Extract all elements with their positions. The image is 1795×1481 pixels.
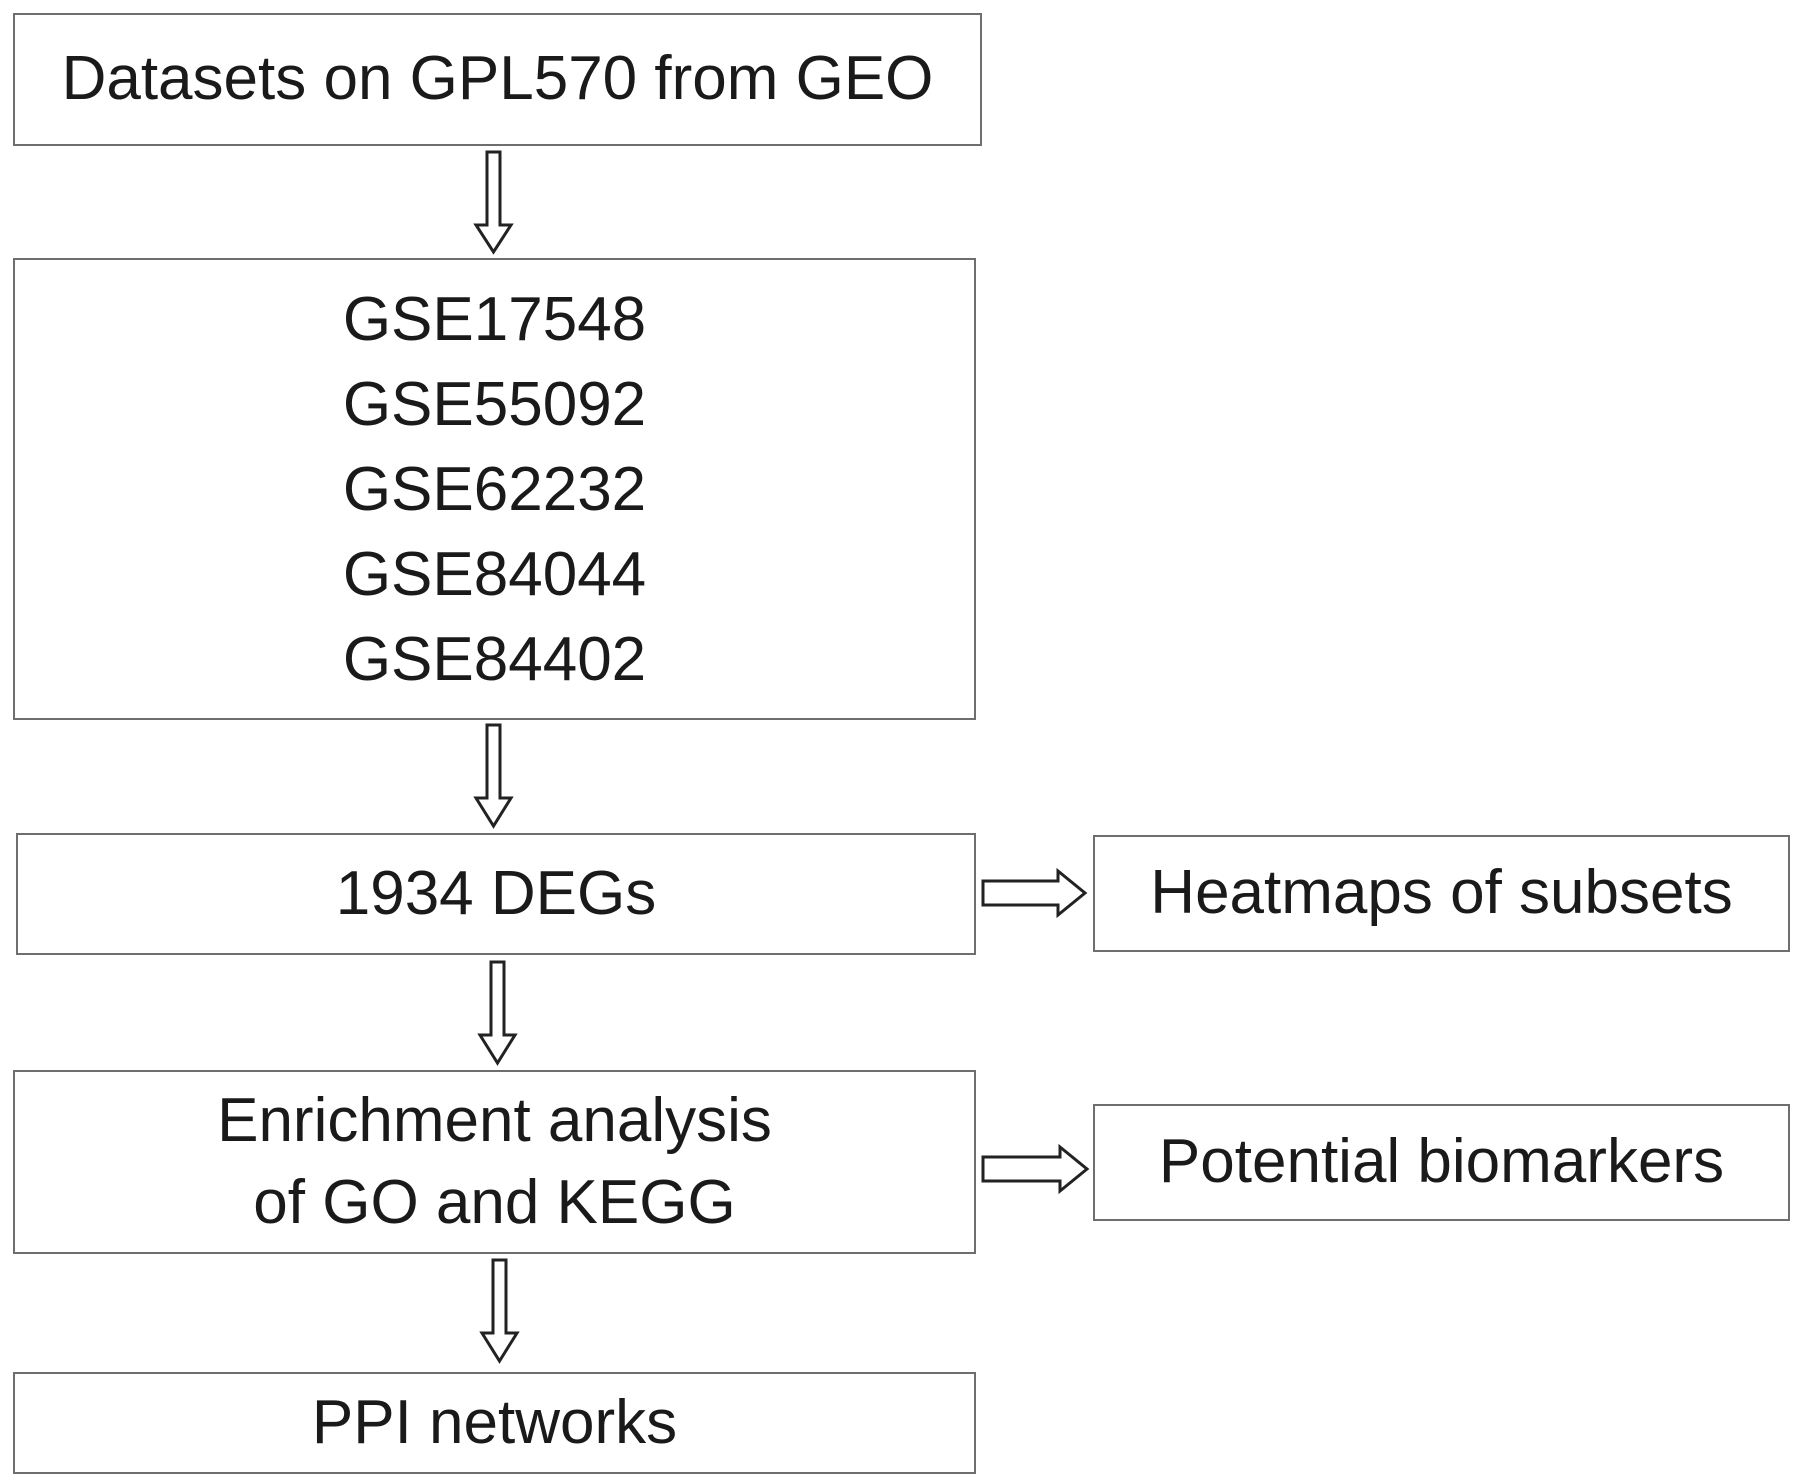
edge-arrow-gse-to-degs [473,723,514,829]
node-degs: 1934 DEGs [16,833,976,955]
node-enrichment-line-1: Enrichment analysis [217,1086,772,1155]
edge-arrow-enrichment-to-ppi [479,1258,520,1364]
node-datasets: Datasets on GPL570 from GEO [13,13,982,146]
edge-arrow-datasets-to-gse [473,150,514,255]
gse-item: GSE84044 [342,539,647,609]
gse-item: GSE84402 [342,624,647,694]
node-degs-label: 1934 DEGs [335,858,657,928]
node-biomarkers-label: Potential biomarkers [1158,1127,1725,1197]
node-ppi-label: PPI networks [311,1387,678,1457]
node-gse-list: GSE17548 GSE55092 GSE62232 GSE84044 GSE8… [13,258,976,720]
node-enrichment: Enrichment analysis of GO and KEGG [13,1070,976,1254]
edge-arrow-enrichment-to-biomarkers [981,1143,1090,1195]
node-datasets-label: Datasets on GPL570 from GEO [61,44,934,114]
node-heatmaps-label: Heatmaps of subsets [1150,858,1733,928]
edge-arrow-degs-to-enrichment [477,960,518,1066]
node-ppi: PPI networks [13,1372,976,1474]
gse-item: GSE55092 [342,369,647,439]
edge-arrow-degs-to-heatmaps [981,867,1088,919]
gse-item: GSE62232 [342,454,647,524]
node-heatmaps: Heatmaps of subsets [1093,835,1790,952]
gse-item: GSE17548 [342,284,647,354]
node-biomarkers: Potential biomarkers [1093,1104,1790,1221]
node-enrichment-line-2: of GO and KEGG [253,1168,736,1237]
